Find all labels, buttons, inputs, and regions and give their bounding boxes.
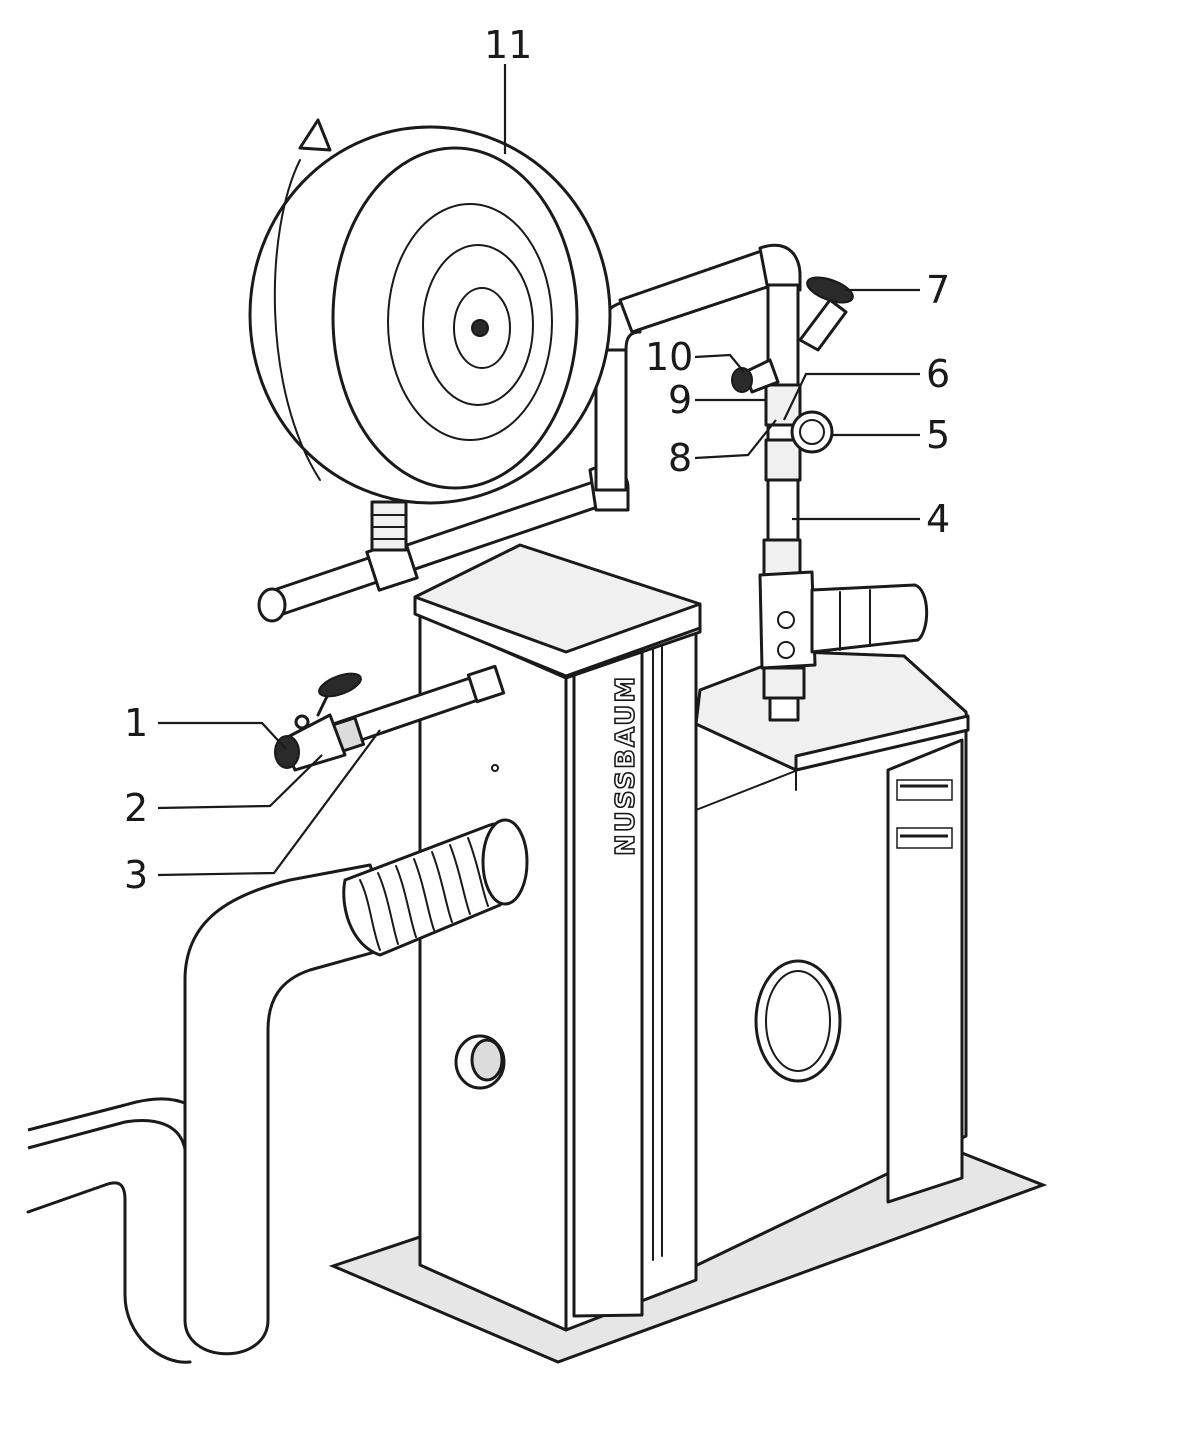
callout-9: 9: [668, 378, 692, 422]
callout-1: 1: [124, 701, 148, 745]
callout-3: 3: [124, 853, 148, 897]
callout-5: 5: [926, 413, 950, 457]
inlet-hose: [26, 818, 529, 1364]
callout-2: 2: [124, 786, 148, 830]
callout-6: 6: [926, 352, 950, 396]
callout-labels: 1 2 3 4 5 6 7 8 9 10 11: [124, 23, 950, 897]
callout-8: 8: [668, 436, 692, 480]
callout-10: 10: [645, 335, 693, 379]
callout-leaders: [157, 64, 920, 877]
callout-4: 4: [926, 497, 950, 541]
callout-7: 7: [926, 268, 950, 312]
callout-11: 11: [484, 23, 532, 67]
expansion-vessel: [248, 118, 612, 505]
pipework: [257, 243, 929, 722]
brand-label: NUSSBAUM: [611, 675, 641, 856]
